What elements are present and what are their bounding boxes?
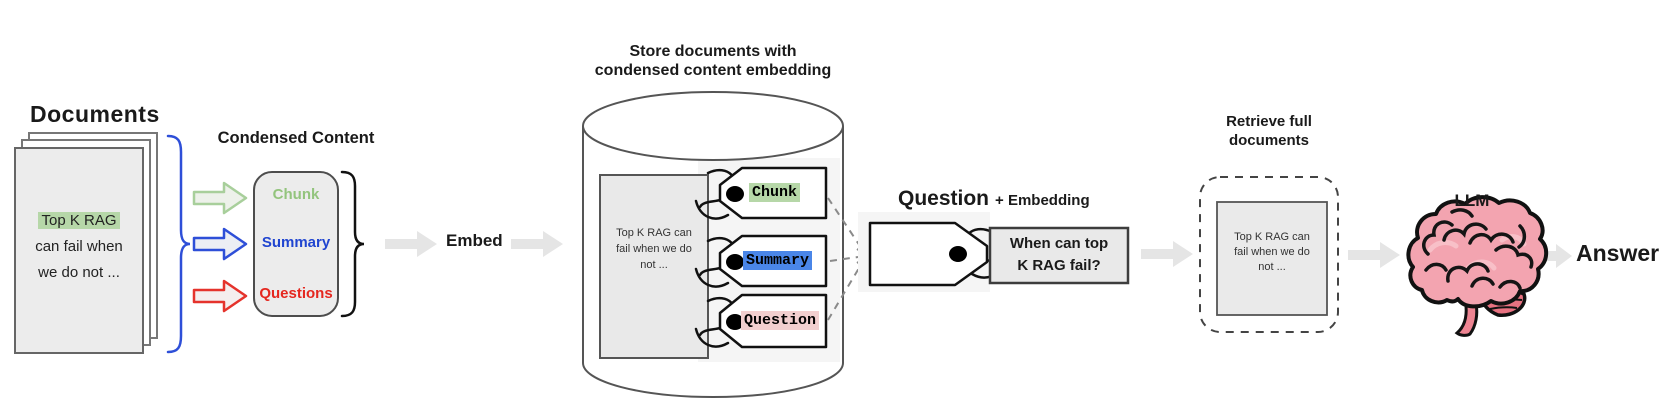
flow-arrow-icon bbox=[511, 231, 563, 257]
blue-brace-icon bbox=[166, 134, 191, 354]
flow-arrow-icon bbox=[1348, 242, 1400, 268]
black-brace-icon bbox=[340, 170, 365, 318]
query-heading-plus: + Embedding bbox=[995, 192, 1090, 209]
chunk-arrow-icon bbox=[192, 181, 248, 215]
retrieved-container bbox=[1199, 176, 1339, 333]
retrieve-title: Retrieve full documents bbox=[1226, 113, 1312, 149]
questions-arrow-icon bbox=[192, 279, 248, 313]
condensed-summary-label: Summary bbox=[261, 234, 331, 251]
brain-icon bbox=[1406, 195, 1549, 337]
flow-arrow-icon bbox=[1141, 241, 1193, 267]
highlighted-snippet: Top K RAG bbox=[38, 212, 120, 229]
retrieved-document bbox=[1216, 201, 1328, 316]
llm-label: LLM bbox=[1454, 191, 1490, 210]
stored-document bbox=[599, 174, 709, 359]
documents-title: Documents bbox=[30, 101, 160, 127]
retrieved-document-text: Top K RAG can fail when we do not ... bbox=[1234, 231, 1310, 273]
query-tag-icon bbox=[858, 212, 1006, 292]
answer-label: Answer bbox=[1576, 240, 1660, 266]
query-heading: Question + Embedding bbox=[898, 187, 1090, 211]
condensed-questions-label: Questions bbox=[259, 285, 333, 302]
query-box-text: When can top K RAG fail? bbox=[1009, 235, 1109, 274]
document-text-line: we do not ... bbox=[38, 264, 120, 281]
flow-arrow-icon bbox=[1532, 244, 1572, 268]
stored-document-text: Top K RAG can fail when we do not ... bbox=[616, 227, 692, 271]
summary-tag-label: Summary bbox=[743, 251, 813, 270]
flow-arrow-icon bbox=[385, 231, 437, 257]
document-stack-icon bbox=[14, 132, 158, 354]
embed-label: Embed bbox=[446, 231, 503, 250]
question-tag-label: Question bbox=[741, 311, 820, 330]
condensed-chunk-label: Chunk bbox=[272, 186, 320, 203]
condensed-content-title: Condensed Content bbox=[217, 129, 375, 147]
condensed-content-box bbox=[253, 171, 339, 317]
summary-arrow-icon bbox=[192, 227, 248, 261]
chunk-tag-label: Chunk bbox=[749, 183, 801, 202]
document-text-line: can fail when bbox=[35, 238, 123, 255]
tag-hole-icon bbox=[726, 186, 744, 330]
store-title: Store documents with condensed content e… bbox=[594, 43, 832, 79]
document-text: Top K RAG can fail when we do not ... bbox=[15, 208, 143, 286]
query-heading-main: Question bbox=[898, 187, 990, 210]
query-box bbox=[988, 226, 1130, 285]
